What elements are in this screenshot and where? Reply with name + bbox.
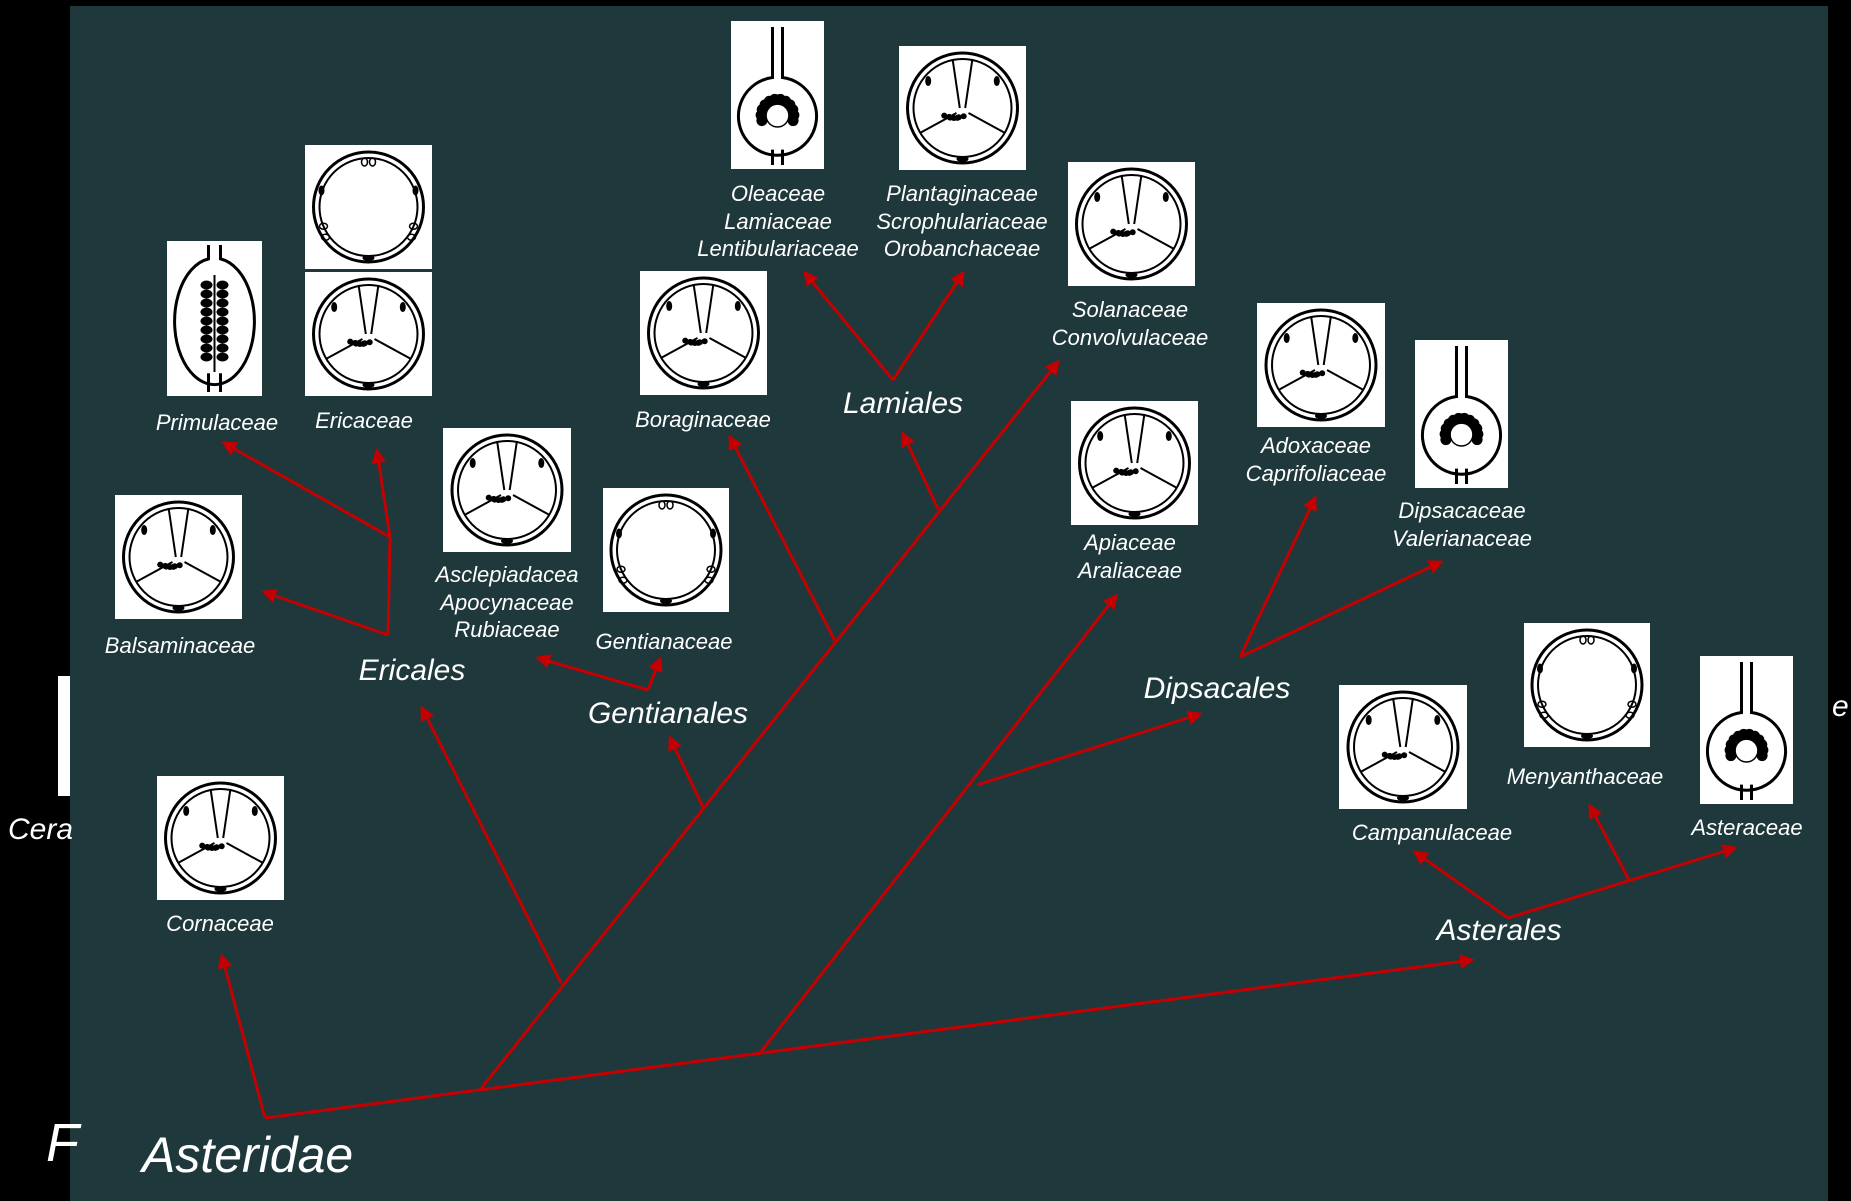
branch-to-primulaceae [221, 441, 391, 539]
family-label-asteraceae: Asteraceae [1691, 815, 1803, 840]
ovary-diagram-primulaceae [167, 241, 262, 396]
order-label-ericales: Ericales [358, 654, 466, 687]
branch-to-ericaceae [371, 448, 392, 538]
family-label-cornaceae: Cornaceae [166, 911, 274, 936]
branch-to-asteraceae [1507, 844, 1738, 920]
family-label-balsaminaceae: Balsaminaceae [104, 633, 256, 658]
branch-to-lamiales [901, 431, 940, 510]
branch-to-dipsacales [976, 710, 1203, 787]
family-label-menyanthaceae: Menyanthaceae [1506, 764, 1664, 789]
family-label-primulaceae: Primulaceae [155, 410, 279, 435]
ovary-diagram-cornaceae [157, 776, 284, 900]
family-label-boraginaceae: Boraginaceae [635, 407, 771, 432]
branch-to-gentianales-group [535, 654, 649, 692]
branch-to-adoxaceae-group [1238, 495, 1317, 658]
ovary-diagram-apiaceae-group [1071, 401, 1198, 525]
ovary-diagram-balsaminaceae [115, 495, 242, 619]
branch-to-gentianaceae [646, 656, 663, 691]
branch-to-menyanthaceae [1588, 803, 1631, 881]
branch-to-campanulaceae [1412, 850, 1509, 920]
branch-to-solanaceae [478, 359, 1060, 1091]
ovary-diagram-adoxaceae-group [1257, 303, 1385, 427]
branch-to-plantaginaceae-group [891, 270, 965, 381]
ovary-diagram-gentianales-group [443, 428, 571, 552]
ovary-diagram-ericaceae-bottom [305, 272, 432, 396]
ovary-diagram-gentianaceae [603, 488, 729, 612]
branch-to-apiaceae [758, 593, 1118, 1054]
family-label-ericaceae: Ericaceae [315, 408, 413, 433]
order-label-dipsacales: Dipsacales [1143, 672, 1291, 705]
order-label-asterales: Asterales [1436, 914, 1562, 947]
branch-to-oleaceae-group [803, 270, 895, 381]
ovary-diagram-solanaceae-group [1068, 162, 1195, 286]
branch-ericaceae-primulaceae [386, 536, 392, 636]
family-label-gentianaceae: Gentianaceae [595, 629, 733, 654]
ovary-diagram-campanulaceae [1339, 685, 1467, 809]
ovary-diagram-plantaginaceae-group [899, 46, 1026, 170]
fragment-box-left [58, 676, 70, 796]
root-label-asteridae: Asteridae [142, 1127, 354, 1183]
ovary-diagram-dipsacaceae-group [1415, 340, 1508, 488]
branch-to-balsaminaceae [261, 588, 389, 637]
fragment-text-left-mid: Cera [8, 813, 74, 846]
family-label-campanulaceae: Campanulaceae [1351, 820, 1513, 845]
branch-to-gentianales [668, 735, 705, 808]
branch-to-dipsacaceae-group [1239, 560, 1444, 659]
branch-to-ericales [420, 705, 563, 984]
branch-to-asterales [264, 954, 1475, 1120]
branch-to-boraginaceae [728, 434, 837, 642]
ovary-diagram-menyanthaceae [1524, 623, 1650, 747]
fragment-text-right-mid: e [1832, 690, 1849, 723]
ovary-diagram-oleaceae-group [731, 21, 824, 169]
fragment-text-left-bottom: F [46, 1113, 79, 1173]
order-label-gentianales: Gentianales [587, 697, 749, 730]
ovary-diagram-asteraceae [1700, 656, 1793, 804]
ovary-diagram-boraginaceae [640, 271, 767, 395]
ovary-diagram-ericaceae-top [305, 145, 432, 269]
branch-to-cornaceae [217, 953, 267, 1119]
order-label-lamiales: Lamiales [842, 387, 964, 420]
